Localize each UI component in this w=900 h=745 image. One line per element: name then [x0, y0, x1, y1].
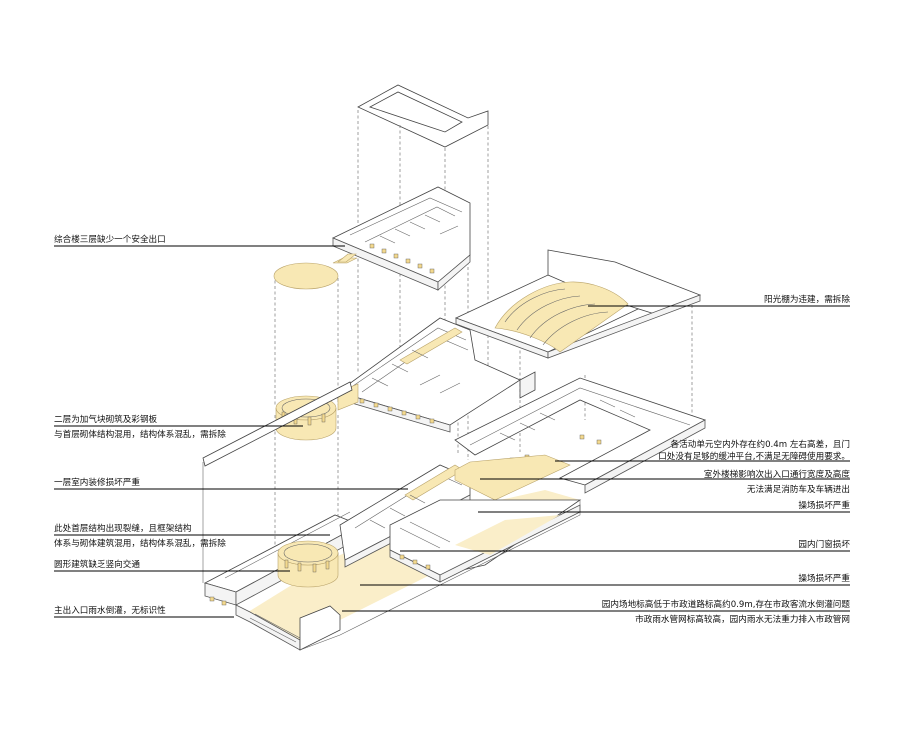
- sunshade-structure: [454, 249, 702, 359]
- label-outdoor-stair-1: 室外楼梯影响次出入口通行宽度及高度: [704, 468, 851, 480]
- label-ground-floor-cracks-2: 体系与砌体建筑混用，结构体系混乱，需拆除: [54, 537, 226, 549]
- label-ground-floor-interior: 一层室内装修损坏严重: [54, 476, 140, 488]
- label-round-building-traffic: 圆形建筑缺乏竖向交通: [54, 558, 140, 570]
- label-outdoor-stair-2: 无法满足消防车及车辆进出: [747, 483, 850, 495]
- round-building-top: [273, 262, 339, 290]
- leader-lines: [54, 245, 850, 618]
- label-drainage-2: 市政雨水管网标高较高，园内雨水无法重力排入市政管网: [635, 613, 850, 625]
- ground-floor-base: [202, 377, 706, 651]
- label-height-difference-2: 口处没有足够的缓冲平台,不满足无障碍使用要求。: [658, 450, 850, 462]
- label-drainage-1: 园内场地标高低于市政道路标高约0.9m,存在市政客流水倒灌问题: [602, 598, 851, 610]
- top-roof-outline: [357, 84, 489, 148]
- label-yard-damage-1: 操场损坏严重: [798, 499, 850, 511]
- third-floor-plan: [332, 186, 471, 291]
- label-main-entrance: 主出入口雨水倒灌，无标识性: [54, 604, 166, 616]
- label-sunshade: 阳光棚为违建，需拆除: [764, 293, 850, 305]
- label-second-floor-structure-2: 与首层砌体结构混用，结构体系混乱，需拆除: [54, 428, 226, 440]
- label-ground-floor-cracks-1: 此处首层结构出现裂缝，且框架结构: [54, 522, 192, 534]
- label-yard-damage-2: 操场损坏严重: [798, 572, 850, 584]
- label-third-floor-exit: 综合楼三层缺少一个安全出口: [54, 233, 166, 245]
- label-second-floor-structure-1: 二层为加气块砌筑及彩钢板: [54, 413, 158, 425]
- label-height-difference-1: 各活动单元空内外存在约0.4m 左右高差，且门: [671, 438, 850, 450]
- annotation-labels: 综合楼三层缺少一个安全出口 二层为加气块砌筑及彩钢板 与首层砌体结构混用，结构体…: [54, 233, 850, 625]
- label-doors-windows: 园内门窗损坏: [798, 538, 850, 550]
